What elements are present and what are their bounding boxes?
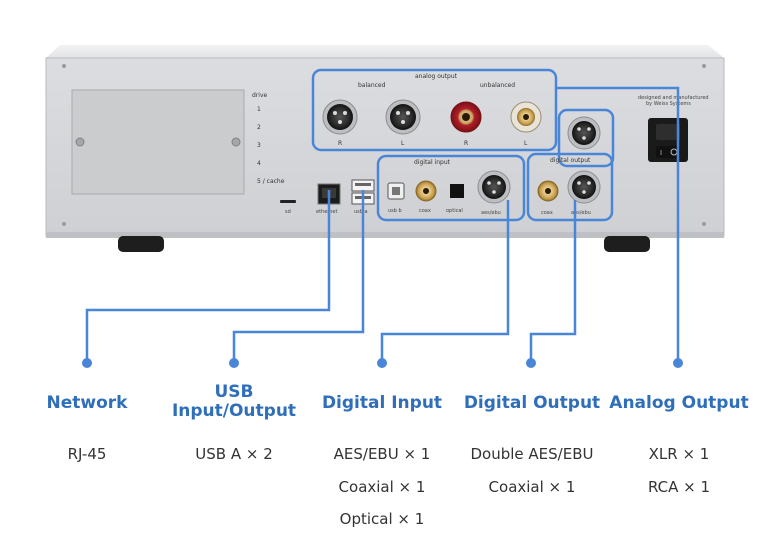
digital-output-spec: Double AES/EBU [470, 445, 594, 463]
digital-input-leader [380, 200, 510, 363]
aes-ebu-output-bottom [567, 170, 601, 204]
analog-output-highlight [311, 68, 558, 152]
digital-output-spec: Coaxial × 1 [488, 478, 576, 496]
leader-dots [82, 358, 683, 368]
svg-text:I: I [660, 149, 662, 157]
digital-input-spec: AES/EBU × 1 [333, 445, 431, 463]
drive-header-label: drive [252, 92, 267, 99]
aes-ebu-output-top [567, 116, 601, 150]
xlr-output-right [322, 99, 358, 135]
analog-output-label: analog output [415, 73, 458, 80]
digital-input-heading: Digital Input [321, 393, 443, 413]
aes-ebu-label: aes/ebu [481, 210, 501, 216]
chassis-bottom-edge [46, 232, 724, 238]
digital-output-highlight-upper [557, 108, 615, 168]
usb-spec: USB A × 2 [195, 445, 273, 463]
analog-output-leader [556, 86, 680, 363]
aes-ebu-input [477, 170, 511, 204]
network-leader [85, 190, 331, 363]
xlr-output-left [385, 99, 421, 135]
sd-card-slot [280, 200, 296, 203]
coax-label: coax [419, 208, 431, 214]
out-coax-label: coax [541, 210, 553, 216]
digital-input-label: digital input [414, 159, 451, 166]
analog-output-spec: XLR × 1 [648, 445, 710, 463]
drive-slot-label: 2 [257, 124, 261, 131]
usb-leader [232, 190, 365, 363]
digital-input-highlight [376, 154, 526, 222]
digital-input-spec: Coaxial × 1 [338, 478, 426, 496]
unbalanced-label: unbalanced [480, 82, 515, 89]
drive-slot-label: 4 [257, 160, 261, 167]
digital-input-spec: Optical × 1 [339, 510, 425, 528]
chassis-top [46, 45, 724, 58]
usb-b-label: usb b [388, 208, 402, 214]
channel-label: R [338, 140, 342, 147]
channel-label: L [401, 140, 405, 147]
optical-label: optical [446, 208, 463, 214]
drive-bay-cover [71, 89, 245, 195]
digital-output-heading: Digital Output [463, 393, 601, 413]
network-spec: RJ-45 [67, 445, 107, 463]
channel-label: R [464, 140, 468, 147]
coax-input [415, 180, 437, 202]
balanced-label: balanced [358, 82, 386, 89]
rca-output-left [510, 101, 542, 133]
channel-label: L [524, 140, 528, 147]
out-aes-label: aes/ebu [571, 210, 591, 216]
drive-slot-label: 3 [257, 142, 261, 149]
rca-output-right [450, 101, 482, 133]
analog-output-spec: RCA × 1 [647, 478, 711, 496]
digital-output-leader [529, 200, 577, 363]
foot-right [604, 236, 650, 252]
foot-left [118, 236, 164, 252]
drive-slot-label: 1 [257, 106, 261, 113]
usb-heading: USB Input/Output [160, 383, 308, 421]
optical-port [450, 184, 464, 198]
coax-output [537, 180, 559, 202]
leader-lines [85, 86, 680, 363]
digital-output-label: digital output [550, 157, 591, 164]
maker-label: by Weiss Systems [646, 101, 691, 107]
sd-label: sd [285, 209, 291, 215]
network-heading: Network [46, 393, 128, 413]
usb-heading-line2: Input/Output [171, 401, 297, 421]
drive-slot-label: 5 / cache [257, 178, 285, 185]
ethernet-label: ethernet [316, 209, 337, 215]
analog-output-heading: Analog Output [609, 393, 749, 413]
usb-a-label: usb a [354, 209, 368, 215]
maker-label: designed and manufactured [638, 95, 709, 101]
usb-heading-line1: USB [214, 382, 254, 402]
digital-output-highlight [526, 152, 614, 222]
